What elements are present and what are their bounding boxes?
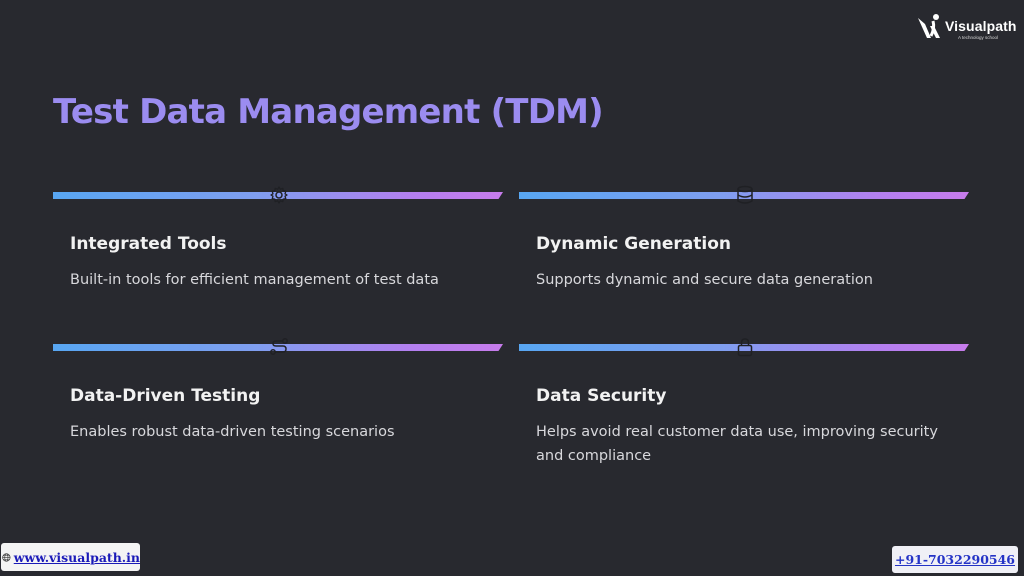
page-title: Test Data Management (TDM)	[53, 92, 604, 132]
card-description: Built-in tools for efficient management …	[70, 272, 439, 288]
card-title: Data Security	[536, 386, 667, 406]
globe-icon	[2, 552, 11, 562]
phone-link-text[interactable]: +91-7032290546	[894, 552, 1016, 567]
card-title: Data-Driven Testing	[70, 386, 261, 406]
phone-link[interactable]: +91-7032290546	[892, 546, 1018, 573]
gradient-divider	[519, 192, 969, 199]
route-icon	[270, 338, 288, 355]
lock-icon	[737, 338, 753, 357]
gradient-divider	[53, 344, 503, 351]
card-title: Integrated Tools	[70, 234, 227, 254]
visualpath-logo-icon	[918, 14, 940, 38]
card-title: Dynamic Generation	[536, 234, 732, 254]
website-link[interactable]: www.visualpath.in	[1, 543, 140, 571]
card-description: Helps avoid real customer data use, impr…	[536, 424, 938, 464]
brand-logo: Visualpath A technology school	[916, 12, 1016, 44]
gradient-divider	[519, 344, 969, 351]
card-description: Enables robust data-driven testing scena…	[70, 424, 395, 440]
gear-icon	[270, 186, 288, 204]
database-icon	[737, 185, 753, 204]
website-link-text[interactable]: www.visualpath.in	[13, 549, 140, 565]
gradient-divider	[53, 192, 503, 199]
brand-tagline: A technology school	[958, 35, 999, 40]
brand-name: Visualpath	[945, 18, 1017, 34]
card-description: Supports dynamic and secure data generat…	[536, 272, 873, 288]
